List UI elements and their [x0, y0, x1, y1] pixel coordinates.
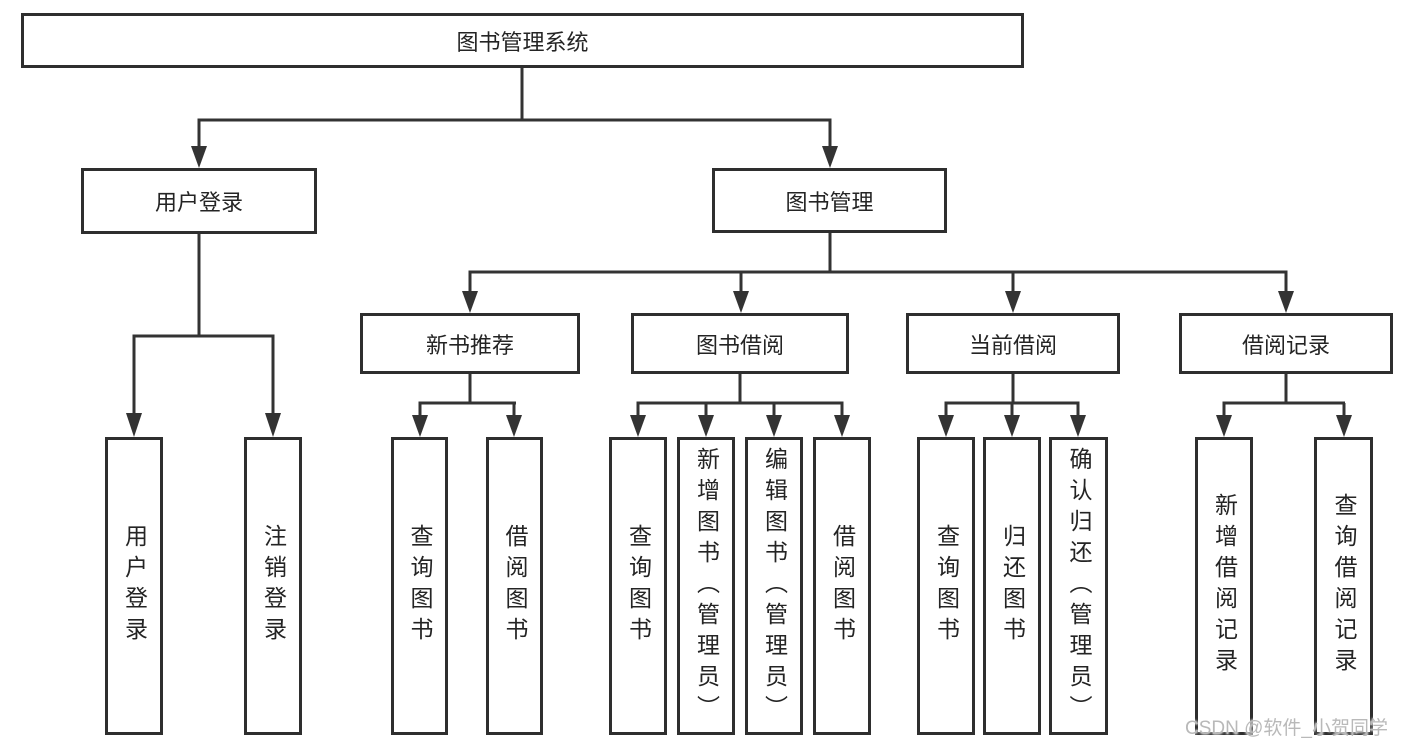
- connector-borrow-records-split: [1216, 374, 1352, 437]
- node-query-books-recommend: 查询图书: [391, 437, 448, 735]
- connector-book-management-split: [462, 233, 1294, 313]
- node-query-books-current: 查询图书: [917, 437, 975, 735]
- node-query-books-borrow: 查询图书: [609, 437, 667, 735]
- node-return-books: 归还图书: [983, 437, 1041, 735]
- connector-root-split: [191, 68, 838, 168]
- node-book-management: 图书管理: [712, 168, 947, 233]
- connector-new-book-split: [412, 374, 522, 437]
- node-borrow-records: 借阅记录: [1179, 313, 1393, 374]
- node-add-book-admin: 新增图书（管理员）: [677, 437, 735, 735]
- node-new-book-recommend: 新书推荐: [360, 313, 580, 374]
- csdn-watermark: CSDN @软件_小贺同学: [1185, 718, 1388, 739]
- node-book-borrow: 图书借阅: [631, 313, 849, 374]
- node-user-login: 用户登录: [81, 168, 317, 234]
- node-logout-action: 注销登录: [244, 437, 302, 735]
- node-borrow-books-action: 借阅图书: [813, 437, 871, 735]
- node-current-borrow: 当前借阅: [906, 313, 1120, 374]
- node-add-borrow-record: 新增借阅记录: [1195, 437, 1253, 735]
- node-query-borrow-record: 查询借阅记录: [1314, 437, 1373, 735]
- node-borrow-books-recommend: 借阅图书: [486, 437, 543, 735]
- connector-user-login-split: [126, 234, 281, 437]
- node-confirm-return-admin: 确认归还（管理员）: [1049, 437, 1108, 735]
- connector-book-borrow-split: [630, 374, 850, 437]
- node-edit-book-admin: 编辑图书（管理员）: [745, 437, 803, 735]
- node-user-login-action: 用户登录: [105, 437, 163, 735]
- connector-current-borrow-split: [938, 374, 1086, 437]
- node-library-system: 图书管理系统: [21, 13, 1024, 68]
